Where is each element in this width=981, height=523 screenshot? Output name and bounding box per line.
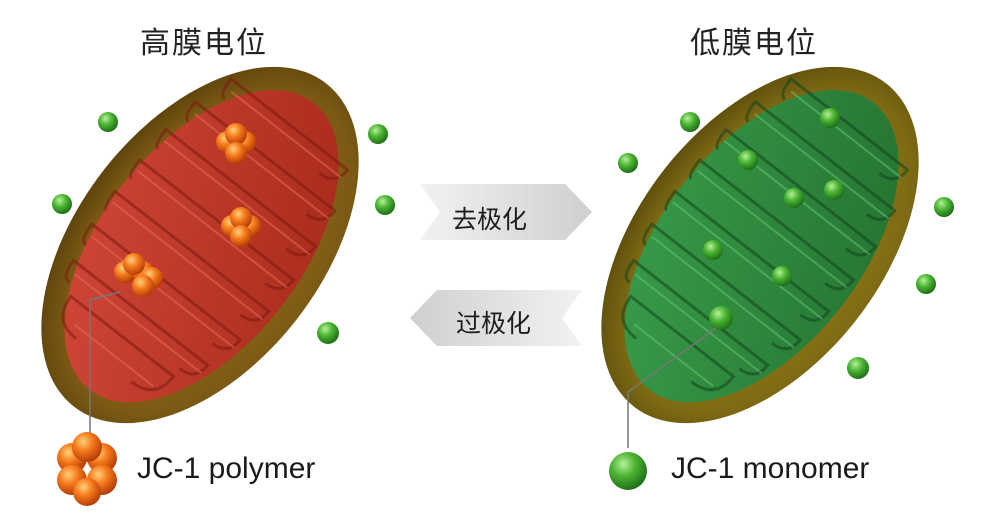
polymer-cluster [216,123,256,164]
mitochondrion-high-potential [41,66,359,440]
mitochondrion-low-potential [601,66,919,448]
title-low-membrane-potential: 低膜电位 [690,26,818,61]
free-monomers-left [52,112,395,344]
pointer-line-right [627,327,717,448]
repolarization-arrow [410,290,582,346]
depolarization-label: 去极化 [452,205,528,234]
inner-membrane-right [624,90,899,403]
cristae-right [621,76,910,392]
pointer-line-left [89,291,121,440]
polymer-legend-label: JC-1 polymer [137,452,316,485]
polymer-cluster [114,253,163,297]
cristae-left [61,76,350,392]
polymer-legend-icon [57,432,117,506]
repolarization-label: 过极化 [456,309,532,338]
monomer-legend-icon [609,452,647,490]
polymer-cluster [221,207,261,247]
free-monomers-right [618,112,954,379]
inner-membrane-left [64,90,339,403]
monomer-legend-label: JC-1 monomer [671,452,870,485]
monomers-inside-right [703,108,844,330]
depolarization-arrow [420,184,592,240]
title-high-membrane-potential: 高膜电位 [140,26,268,61]
